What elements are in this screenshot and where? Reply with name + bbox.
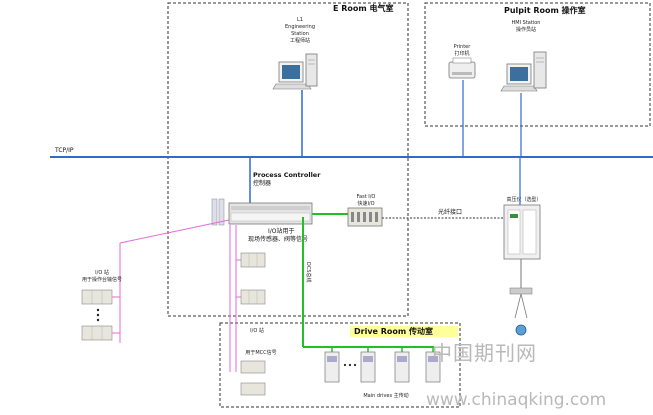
process-controller-label-2: 控制器 xyxy=(253,179,271,187)
tcpip-label: TCP/IP xyxy=(54,147,74,154)
drive-room-title-bg xyxy=(350,326,458,337)
drive-room-border xyxy=(219,322,461,408)
watermark-en: www.chinaqking.com xyxy=(426,390,606,410)
io-console-module-top xyxy=(81,289,113,305)
drive-room-title: Drive Room 传动室 xyxy=(354,326,433,336)
upper-device-label: 高压仪（选型） xyxy=(506,196,541,203)
e-room-title: E Room 电气室 xyxy=(333,3,394,13)
io-console-label-1: I/O 站 xyxy=(95,269,109,276)
drive-unit-2 xyxy=(360,351,376,383)
drive-unit-1 xyxy=(324,351,340,383)
watermark-cn: 中国期刊网 xyxy=(432,341,537,365)
printer-label-1: Printer xyxy=(454,44,472,50)
io-mcc-label-1: I/O 站 xyxy=(250,327,264,334)
eng-station-label-2: Engineering xyxy=(285,24,315,30)
fast-io-module xyxy=(347,207,383,227)
io-sensor-label-2: 现场传感器、阀等信号 xyxy=(248,235,308,243)
dcs-bus-label: DCS总线 xyxy=(305,262,312,283)
process-controller-label-1: Process Controller xyxy=(253,171,321,179)
probe-icon xyxy=(509,287,533,336)
io-console-label-2: 用于操作台输信号 xyxy=(82,276,122,283)
eng-station-label-4: 工程师站 xyxy=(290,37,310,44)
io-mcc-module-2 xyxy=(240,382,266,396)
drive-unit-4 xyxy=(425,351,441,383)
io-mcc-label-2: 用于MCC信号 xyxy=(245,349,276,356)
hmi-station-label-1: HMI Station xyxy=(512,20,541,26)
pink-link-top xyxy=(119,219,230,244)
fast-io-label-2: 快速I/O xyxy=(357,200,374,207)
io-console-module-bottom xyxy=(81,325,113,341)
ellipsis-dots-left xyxy=(96,308,100,322)
process-controller-rack xyxy=(211,198,313,226)
pulpit-room-title: Pulpit Room 操作室 xyxy=(504,5,586,15)
pulpit-room-border xyxy=(424,2,651,127)
io-sensor-module-2 xyxy=(240,289,266,305)
printer-icon xyxy=(448,57,476,79)
printer-label-2: 打印机 xyxy=(454,50,469,57)
fast-io-label-1: Fast I/O xyxy=(357,194,376,200)
upper-device-cabinet xyxy=(503,204,541,260)
drive-unit-3 xyxy=(394,351,410,383)
io-sensor-label-1: I/O站用于 xyxy=(268,227,295,235)
main-drives-label: Main drives 主传动 xyxy=(363,392,408,399)
eng-station-label-1: L1 xyxy=(297,17,303,23)
hmi-workstation-icon xyxy=(500,51,547,92)
e-room-border xyxy=(167,2,409,317)
ellipsis-dots-drives xyxy=(343,363,357,367)
eng-station-label-3: Station xyxy=(291,31,309,37)
io-sensor-module-1 xyxy=(240,252,266,268)
io-mcc-module-1 xyxy=(240,360,266,374)
hmi-station-label-2: 操作员站 xyxy=(516,26,536,33)
fiber-link-label: 光纤接口 xyxy=(438,208,462,216)
engineering-workstation-icon xyxy=(272,53,318,90)
